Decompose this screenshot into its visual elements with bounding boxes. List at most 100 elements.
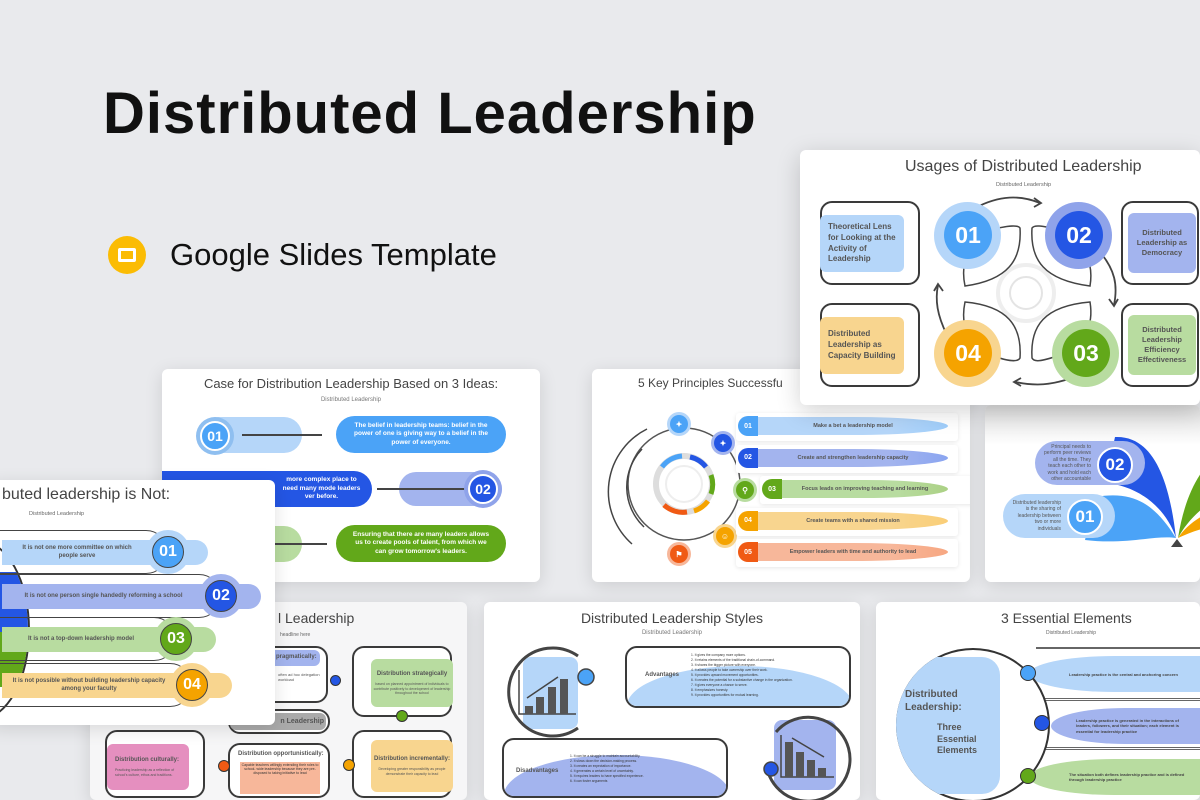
- advantage-item: 3. It shares the bigger picture with eve…: [691, 662, 756, 667]
- slide-subtitle: Distributed Leadership: [996, 182, 1052, 188]
- type-text: often ad hoc delegation workload: [278, 672, 320, 682]
- usage-box: Distributed Leadership as Capacity Build…: [820, 303, 920, 387]
- usage-text: Distributed Leadership Efficiency Effect…: [1128, 315, 1196, 375]
- slide-styles-thumbnail[interactable]: Distributed Leadership Styles Distribute…: [484, 602, 860, 800]
- slide-title: Case for Distribution Leadership Based o…: [203, 376, 499, 391]
- slide-petal-thumbnail[interactable]: Principal needs to perform peer reviews …: [985, 405, 1200, 582]
- advantages-label: Advantages: [645, 672, 680, 678]
- arrow-icon: [242, 434, 322, 436]
- slide-title: Usages of Distributed Leadership: [905, 158, 1142, 175]
- number-badge: 03: [160, 623, 192, 655]
- advantage-item: 6. It creates the potential for a substa…: [691, 677, 793, 682]
- type-text: Practicing leadership as a reflection of…: [115, 768, 175, 778]
- type-box: Distribution incrementally: Developing g…: [352, 730, 453, 798]
- decline-chart-icon: [763, 715, 852, 800]
- advantage-item: 4. It allows people to take ownership ov…: [691, 667, 768, 672]
- principle-text: Create and strengthen leadership capacit…: [758, 448, 948, 467]
- circle-fill: [896, 657, 1000, 794]
- disadvantage-item: 5. It requires leaders to have specified…: [570, 773, 644, 778]
- hero-subtitle: Google Slides Template: [170, 237, 497, 272]
- element-dot: [1034, 715, 1050, 731]
- disadvantage-item: 6. It can foster arguments: [570, 778, 608, 783]
- slide-title: buted leadership is Not:: [2, 486, 171, 503]
- arrow-icon: [377, 488, 477, 490]
- slide-title: Distributed Leadership Styles: [580, 610, 764, 626]
- number-badge: 02: [468, 474, 498, 504]
- connector-dot: [330, 675, 341, 686]
- element-dot: [1020, 665, 1036, 681]
- frame-lines: [1036, 647, 1200, 800]
- idea-text: The belief in leadership teams: belief i…: [336, 416, 506, 453]
- advantage-item: 1. It gives the company more options.: [691, 653, 746, 657]
- frame-lines: [1036, 698, 1200, 750]
- usage-text: Distributed Leadership as Capacity Build…: [820, 317, 904, 374]
- circle-subtitle: Three Essential Elements: [937, 722, 978, 756]
- principle-icon: ☺: [716, 527, 734, 545]
- type-box: Distribution culturally: Practicing lead…: [105, 730, 205, 798]
- disadvantage-item: 4. It generates a certain level of uncer…: [570, 768, 634, 773]
- circle-title: Distributed Leadership:: [905, 689, 962, 713]
- type-text: Capable teachers willingly extending the…: [240, 762, 320, 794]
- principle-icon: ⚑: [670, 545, 688, 563]
- usage-text: Theoretical Lens for Looking at the Acti…: [820, 215, 904, 272]
- number-badge: 01: [152, 536, 184, 568]
- connector-dot: [218, 760, 230, 772]
- advantage-item: 5. It provides upward movement opportuni…: [691, 672, 759, 677]
- arrow-icon: [272, 543, 327, 545]
- element-text: The situation both defines leadership pr…: [1029, 759, 1200, 795]
- disadvantages-list: 1. It can be a struggle to maintain acco…: [570, 754, 644, 784]
- disadvantage-item: 3. It creates an expectation of importan…: [570, 763, 632, 768]
- slide-title: 5 Key Principles Successfu: [638, 376, 783, 390]
- principle-number: 05: [738, 542, 758, 562]
- google-slides-icon: [108, 236, 146, 274]
- advantages-list: 1. It gives the company more options.2. …: [691, 653, 793, 697]
- element-text: Leadership practice is generated in the …: [1051, 708, 1200, 744]
- principle-number: 03: [762, 479, 782, 499]
- type-title: pragmatically:: [276, 654, 317, 660]
- usage-box: Distributed Leadership Efficiency Effect…: [1121, 303, 1199, 387]
- element-dot: [1020, 768, 1036, 784]
- element-text: Leadership practice is the central and a…: [1029, 656, 1200, 692]
- number-badge: 03: [1062, 329, 1110, 377]
- type-text: Developing greater responsibility as peo…: [378, 767, 446, 777]
- connector-dot: [343, 759, 355, 771]
- slide-title: l Leadership: [278, 610, 355, 626]
- principle-text: Create teams with a shared mission: [758, 511, 948, 530]
- advantages-box: Advantages 1. It gives the company more …: [625, 646, 851, 708]
- slide-subtitle: Distributed Leadership: [29, 511, 85, 517]
- type-title: Distribution incrementally:: [373, 756, 450, 763]
- slide-not-thumbnail[interactable]: buted leadership is Not: Distributed Lea…: [0, 480, 275, 725]
- advantage-item: 2. It retains elements of the traditiona…: [691, 657, 776, 662]
- number-badge: 02: [1097, 447, 1133, 483]
- slide-usages-thumbnail[interactable]: Usages of Distributed Leadership Distrib…: [800, 150, 1200, 405]
- slide-subtitle: Distributed Leadership: [320, 397, 382, 403]
- number-badge: 01: [944, 211, 992, 259]
- advantage-item: 7. It gives everyone a chance to serve.: [691, 682, 748, 687]
- principle-number: 01: [738, 416, 758, 436]
- slide-elements-thumbnail[interactable]: 3 Essential Elements Distributed Leaders…: [876, 602, 1200, 800]
- slide-subtitle: Distributed Leadership: [1046, 630, 1097, 636]
- number-badge: 04: [944, 329, 992, 377]
- advantage-item: 9. It provides opportunities for mutual …: [691, 692, 759, 697]
- usage-box: Theoretical Lens for Looking at the Acti…: [820, 201, 920, 285]
- usage-box: Distributed Leadership as Democracy: [1121, 201, 1199, 285]
- principle-icon: ⚲: [736, 481, 754, 499]
- principle-icon: ✦: [714, 434, 732, 452]
- type-text: based on planned appointment of individu…: [373, 681, 451, 696]
- principle-number: 04: [738, 510, 758, 531]
- disadvantage-item: 2. It slows down the decision-making pro…: [570, 758, 638, 763]
- slide-subtitle: Distributed Leadership: [641, 630, 703, 636]
- number-badge: 01: [200, 421, 230, 451]
- hero-title: Distributed Leadership: [103, 81, 757, 146]
- disadvantages-box: Disadvantages 1. It can be a struggle to…: [502, 738, 728, 798]
- disadvantages-label: Disadvantages: [516, 768, 559, 774]
- slide-header-shade: [985, 405, 1200, 445]
- type-title: Distribution strategically: [376, 670, 448, 677]
- type-box: Distribution opportunistically: Capable …: [228, 743, 330, 798]
- usage-text: Distributed Leadership as Democracy: [1128, 213, 1196, 273]
- disadvantage-item: 1. It can be a struggle to maintain acco…: [570, 754, 641, 758]
- petal-text: Principal needs to perform peer reviews …: [1035, 441, 1145, 485]
- principle-text: Empower leaders with time and authority …: [758, 543, 948, 561]
- growth-chart-icon: [507, 646, 595, 738]
- type-box: Distribution strategically based on plan…: [352, 646, 453, 717]
